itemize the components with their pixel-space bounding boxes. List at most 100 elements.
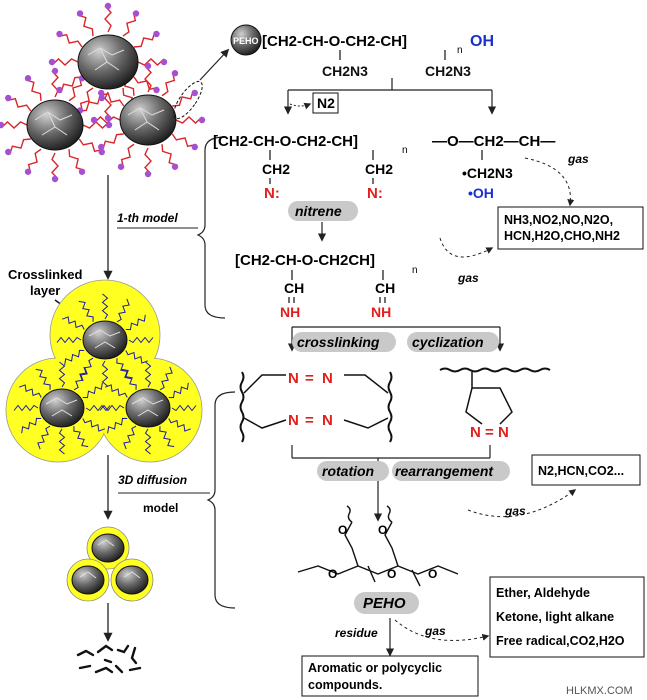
crosslink-chain: [13, 404, 39, 412]
polymer-arm: [25, 79, 42, 101]
gas-label: gas: [424, 624, 446, 638]
crosslink-chain: [116, 358, 132, 380]
crosslink-chain: [64, 349, 85, 366]
crosslink-chain: [168, 418, 191, 432]
crosslink-chain: [116, 298, 130, 323]
polymer-arm: [57, 33, 83, 48]
text-line: compounds.: [308, 678, 382, 692]
polymer-arm: [51, 152, 59, 180]
arrow-to-peho: [199, 48, 230, 81]
polymer-end-bead: [5, 94, 12, 102]
polymer-end-beads: [0, 2, 206, 183]
polymer-end-bead: [48, 58, 56, 66]
polymer-arm: [68, 149, 85, 171]
svg-text:N: N: [498, 424, 509, 441]
radical-fragment: —O—CH2—CH— •CH2N3 •OH: [432, 133, 555, 201]
crosslink-chain: [56, 336, 82, 344]
svg-text:[CH2-CH-O-CH2CH]: [CH2-CH-O-CH2CH]: [235, 252, 375, 269]
azide-side-group: CH2N3: [322, 63, 368, 79]
polymer-end-bead: [98, 94, 105, 102]
rearrange-merge: [291, 445, 491, 522]
gas-products-text: NH3,NO2,NO,N2O,HCN,H2O,CHO,NH2: [504, 213, 620, 243]
imine-polymer: [CH2-CH-O-CH2CH] n CH CH NH NH: [235, 252, 418, 320]
polymer-arm: [133, 31, 156, 48]
particle-ball: [39, 388, 85, 428]
n2-label: N2: [317, 95, 335, 111]
polymer-arm: [79, 87, 94, 113]
model-bracket: [196, 136, 226, 319]
peho-formula-top: PEHO [CH2-CH-O-CH2-CH] n OH CH2N3 CH2N3: [230, 24, 494, 79]
crosslink-chain: [159, 366, 173, 391]
gas-label: gas: [567, 152, 589, 166]
text-line: Ether, Aldehyde: [496, 586, 590, 600]
polymer-end-bead: [76, 10, 84, 17]
crosslinking-label: crosslinking: [297, 334, 380, 350]
polymer-end-bead: [51, 175, 59, 183]
svg-text:NH: NH: [371, 304, 391, 320]
polymer-arm: [144, 147, 152, 175]
svg-text:O: O: [378, 523, 387, 537]
text-line: Ketone, light alkane: [496, 610, 614, 624]
diffusion-label: 3D diffusion: [118, 473, 187, 487]
svg-text:O: O: [328, 567, 337, 581]
cyclic-azo-structure: N = N: [439, 367, 551, 441]
svg-text:N: N: [288, 370, 299, 387]
crosslink-chain: [73, 426, 89, 448]
polymer-arm: [78, 138, 104, 153]
text-line: NH3,NO2,NO,N2O,: [504, 213, 613, 227]
polymer-end-bead: [144, 170, 152, 178]
polymer-end-bead: [78, 168, 86, 175]
polymer-arm: [0, 121, 28, 129]
polymer-arm: [120, 143, 135, 169]
polymer-end-bead: [153, 86, 160, 94]
gas-box-2-text: N2,HCN,CO2...: [538, 464, 624, 478]
polymer-end-bead: [0, 121, 5, 129]
crosslink-chain: [80, 357, 94, 382]
crosslink-chain: [82, 418, 105, 432]
particle-ball: [26, 99, 84, 151]
crosslink-chain: [58, 428, 66, 455]
crosslink-chain: [58, 361, 66, 388]
crosslink-chain: [144, 428, 152, 455]
svg-text:CH: CH: [375, 280, 395, 296]
polymer-end-bead: [153, 30, 160, 38]
polymer-end-bead: [191, 143, 198, 151]
crosslink-chain: [144, 361, 152, 388]
svg-text:N: N: [322, 370, 333, 387]
polymer-arm: [27, 148, 42, 174]
azide-side-group: CH2N3: [425, 63, 471, 79]
svg-text:O: O: [387, 567, 396, 581]
n2-box: [312, 92, 339, 114]
peho-coated-particles: [0, 2, 206, 183]
first-model-label: 1-th model: [117, 211, 178, 225]
polymer-end-bead: [105, 121, 113, 129]
crosslink-split: [287, 326, 505, 352]
polymer-arm: [51, 58, 79, 66]
polymer-end-bead: [56, 86, 63, 94]
svg-text:O: O: [428, 567, 437, 581]
polymer-arm: [172, 90, 194, 107]
polymer-arm: [68, 76, 83, 102]
polymer-end-bead: [98, 148, 105, 156]
cyclization-pill: [407, 332, 499, 352]
crosslinked-label: Crosslinked: [8, 267, 82, 282]
split-arrows: [283, 78, 497, 115]
crosslink-chain: [85, 404, 111, 412]
gas-arrow: [394, 619, 490, 641]
polymer-arm: [175, 116, 203, 124]
end-group-oh: OH: [470, 33, 494, 50]
rearrangement-pill: [392, 461, 510, 481]
polymer-arm: [144, 65, 152, 93]
crosslink-chain: [21, 417, 42, 434]
azo-crosslink-structure: N = N N = N: [239, 370, 393, 443]
rotation-pill: [317, 461, 389, 481]
polymer-arm: [99, 92, 125, 107]
polymer-arm: [51, 70, 59, 98]
svg-text:n: n: [402, 145, 408, 156]
svg-text:—O—CH2—CH—: —O—CH2—CH—: [432, 133, 555, 150]
crosslink-chain: [123, 425, 137, 450]
polymer-arm: [104, 5, 112, 33]
particle-ball: [91, 533, 125, 563]
